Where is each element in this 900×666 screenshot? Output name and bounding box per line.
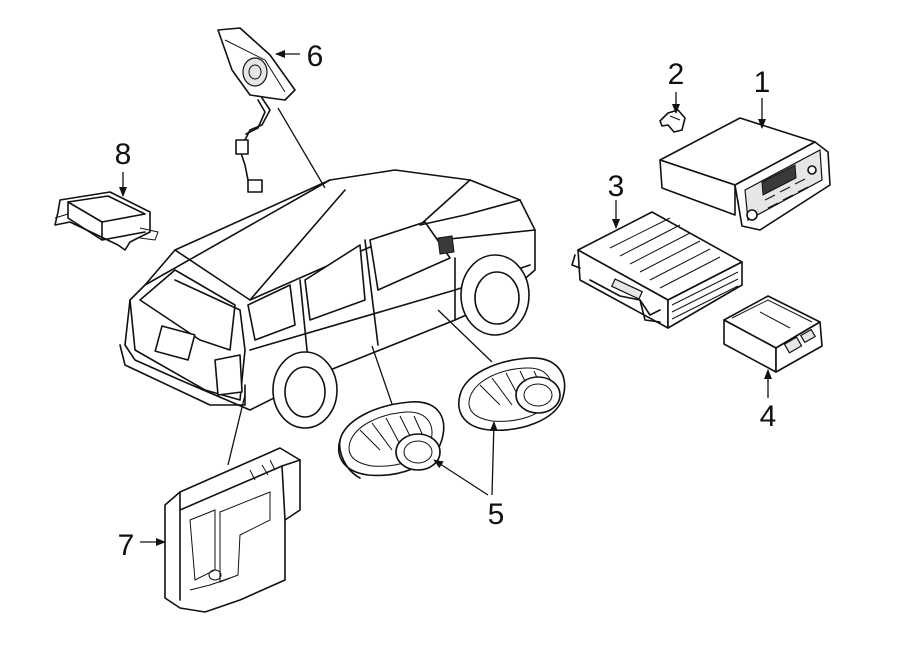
part-8-control-module — [54, 191, 159, 251]
part-3-amplifier — [571, 211, 743, 329]
vehicle-illustration — [119, 169, 536, 429]
part-1-radio-receiver — [659, 117, 831, 231]
callout-3: 3 — [608, 170, 625, 203]
part-4-module-box — [723, 295, 823, 373]
callout-5: 5 — [488, 498, 505, 531]
callout-7: 7 — [118, 529, 135, 562]
part-5-speaker-right — [458, 357, 566, 431]
part-2-antenna-clip — [659, 109, 686, 133]
part-7-subwoofer-enclosure — [164, 447, 301, 613]
part-5-speaker-left — [338, 401, 445, 479]
callout-6: 6 — [307, 40, 324, 73]
callout-4: 4 — [760, 400, 777, 433]
callout-2: 2 — [668, 58, 685, 91]
callout-8: 8 — [115, 138, 132, 171]
leader-lines — [119, 50, 772, 546]
callout-1: 1 — [754, 66, 771, 99]
part-6-tweeter-assembly — [217, 27, 296, 193]
